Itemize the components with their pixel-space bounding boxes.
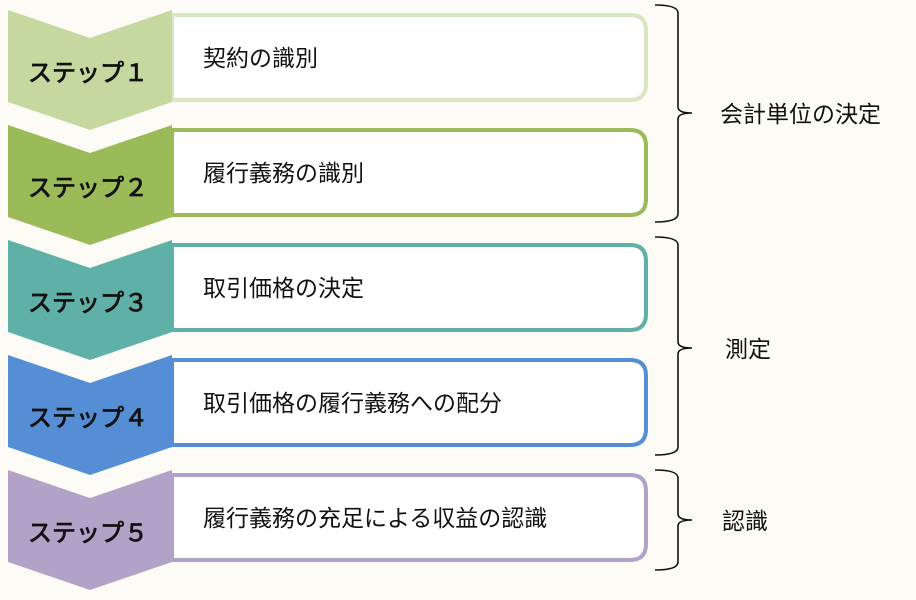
- step-chevron: [8, 240, 172, 360]
- step-chevron: [8, 10, 172, 130]
- group-label: 認識: [722, 509, 768, 535]
- step-label: ステップ５: [28, 519, 148, 547]
- step-box: [170, 128, 648, 217]
- brace-icon: [654, 469, 693, 571]
- group-label: 測定: [725, 337, 771, 363]
- step-text: 履行義務の充足による収益の認識: [203, 506, 547, 532]
- step-text: 履行義務の識別: [203, 161, 364, 187]
- step-box: [170, 358, 648, 447]
- step-3: ステップ３ 取引価格の決定: [8, 240, 648, 360]
- step-5: ステップ５ 履行義務の充足による収益の認識: [8, 470, 648, 590]
- step-box: [170, 243, 648, 332]
- step-text: 契約の識別: [203, 46, 318, 72]
- step-text: 取引価格の履行義務への配分: [203, 391, 502, 417]
- group-3: 認識: [654, 469, 768, 571]
- step-chevron: [8, 470, 172, 590]
- brace-icon: [654, 236, 693, 456]
- group-label: 会計単位の決定: [720, 102, 881, 128]
- step-4: ステップ４ 取引価格の履行義務への配分: [8, 355, 648, 475]
- group-2: 測定: [654, 236, 771, 456]
- step-label: ステップ２: [28, 174, 148, 202]
- step-box: [170, 473, 648, 562]
- brace-icon: [654, 4, 693, 223]
- step-text: 取引価格の決定: [203, 276, 364, 302]
- step-chevron: [8, 125, 172, 245]
- step-chevron: [8, 355, 172, 475]
- step-1: ステップ１ 契約の識別: [8, 10, 648, 130]
- step-box: [170, 13, 648, 102]
- step-label: ステップ１: [28, 59, 148, 87]
- step-2: ステップ２ 履行義務の識別: [8, 125, 648, 245]
- step-label: ステップ４: [28, 404, 148, 432]
- group-1: 会計単位の決定: [654, 4, 881, 223]
- step-label: ステップ３: [28, 289, 148, 317]
